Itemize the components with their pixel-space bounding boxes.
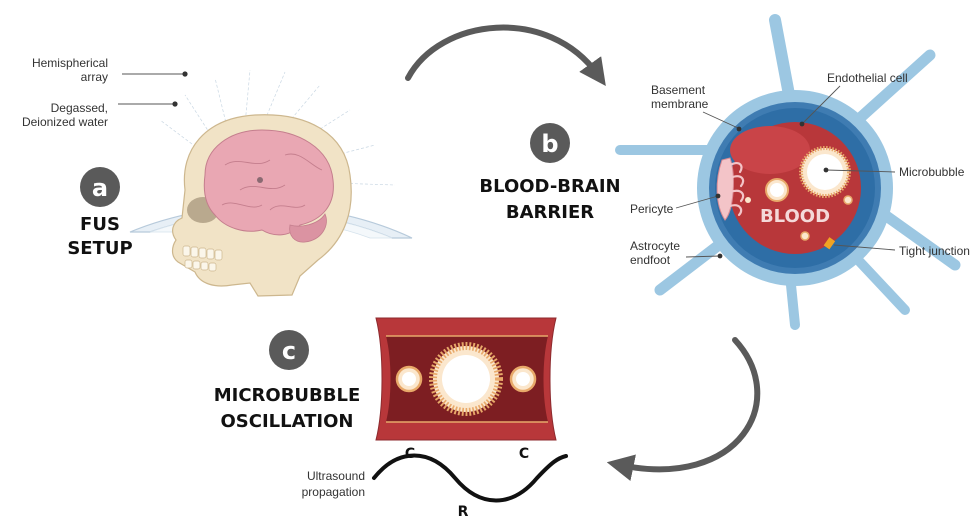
label-endfoot: endfoot [630,253,671,267]
title-barrier: BARRIER [506,202,594,223]
label-microbubble: Microbubble [899,165,965,179]
panel-b-bbb: BLOOD Basement membrane Endothelial cell… [479,20,970,325]
leader-dot-water [172,101,177,106]
label-deionized-water: Deionized water [22,115,108,129]
badge-a-letter: a [92,174,108,202]
leader-dot-array [182,71,187,76]
label-ultrasound: Ultrasound [307,469,365,483]
label-tight-junction: Tight junction [899,244,970,258]
oscillating-microbubble-core [442,355,490,403]
vessel-text-blood: BLOOD [760,206,830,227]
microbubble-small-2 [844,196,852,204]
cycle-arrow-top [408,28,598,78]
title-microbubble: MICROBUBBLE [214,385,361,406]
title-blood-brain: BLOOD-BRAIN [479,176,620,197]
panel-a-fus-setup: Hemispherical array Degassed, Deionized … [22,56,412,296]
label-array: array [81,70,108,84]
title-fus: FUS [80,214,120,235]
brain [204,130,333,235]
label-rarefaction: R [458,504,469,520]
microbubble-small-4 [801,232,809,240]
badge-c-letter: c [282,337,296,365]
microbubble-small-1-core [770,183,784,197]
label-membrane: membrane [651,97,709,111]
label-hemispherical: Hemispherical [32,56,108,70]
label-pericyte: Pericyte [630,202,674,216]
badge-b-letter: b [541,130,558,158]
label-basement: Basement [651,83,706,97]
label-propagation: propagation [302,485,365,499]
label-astrocyte: Astrocyte [630,239,680,253]
microbubble-small-3 [745,197,751,203]
side-bubble-left-core [402,372,416,386]
side-bubble-right-core [516,372,530,386]
title-oscillation: OSCILLATION [221,411,354,432]
cycle-arrow-bottom [620,340,757,469]
label-compression-right: C [519,446,529,462]
title-setup: SETUP [67,238,132,259]
label-degassed: Degassed, [51,101,108,115]
label-endothelial-cell: Endothelial cell [827,71,908,85]
focal-point [257,177,263,183]
label-compression-left: C [405,446,415,462]
ultrasound-wave [374,456,566,501]
panel-c-oscillation: C C R Ultrasound propagation c MICROBUBB… [214,318,566,520]
